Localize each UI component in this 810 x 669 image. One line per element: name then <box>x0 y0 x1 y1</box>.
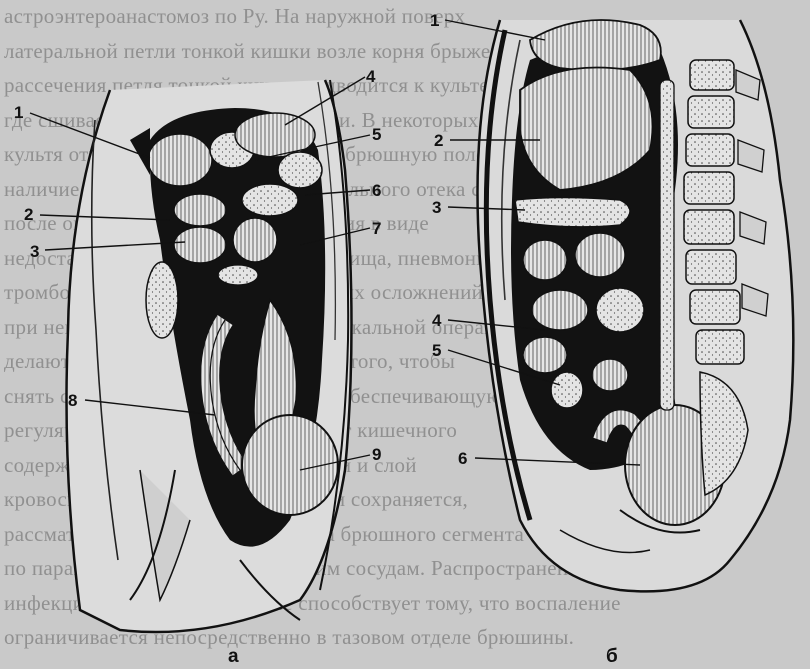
panel-a-label-6: 6 <box>372 181 381 200</box>
panel-a-label-8: 8 <box>68 391 77 410</box>
panel-a-label-5: 5 <box>372 125 381 144</box>
panel-b-label-3: 3 <box>432 198 441 217</box>
panel-b-caption: б <box>606 646 618 667</box>
panel-b-label-6: 6 <box>458 449 467 468</box>
panel-a-label-3: 3 <box>30 242 39 261</box>
panel-a-label-7: 7 <box>372 219 381 238</box>
panel-a-label-9: 9 <box>372 445 381 464</box>
panel-a-drawing <box>67 80 352 632</box>
panel-b-label-2: 2 <box>434 131 443 150</box>
panel-b-label-5: 5 <box>432 341 441 360</box>
panel-b-drawing <box>478 20 794 591</box>
panel-a-label-1: 1 <box>14 103 23 122</box>
panel-b-label-4: 4 <box>432 311 442 330</box>
panel-b-label-1: 1 <box>430 11 439 30</box>
panel-a-label-4: 4 <box>366 67 376 86</box>
panel-a-caption: а <box>228 646 239 667</box>
panel-a-label-2: 2 <box>24 205 33 224</box>
